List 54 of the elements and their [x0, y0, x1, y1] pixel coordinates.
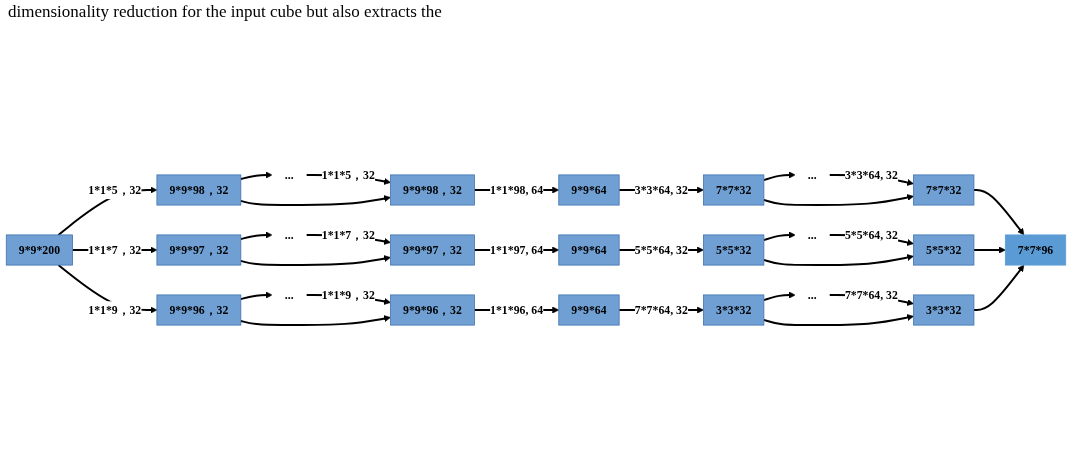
edge-label: 1*1*97, 64	[490, 243, 544, 257]
edge-label: 1*1*9，32	[321, 288, 375, 302]
arrow	[762, 291, 796, 302]
arrow	[972, 264, 1025, 311]
body-text: dimensionality reduction for the input cube but also extracts the	[8, 2, 442, 22]
node-box: 9*9*200	[5, 234, 73, 266]
node-text: ...	[284, 228, 294, 242]
arrow	[239, 291, 273, 301]
arrow	[762, 171, 796, 182]
arrow	[239, 255, 391, 266]
node-box: 7*7*32	[703, 174, 765, 206]
node-text: ...	[807, 228, 817, 242]
node-box: 5*5*32	[913, 234, 975, 266]
node-box: 9*9*98，32	[156, 174, 242, 206]
node-box: 9*9*64	[558, 294, 620, 326]
arrow	[762, 254, 914, 266]
node-box: 7*7*96	[1004, 234, 1067, 266]
node-box: 3*3*32	[703, 294, 765, 326]
node-box: 9*9*96，32	[156, 294, 242, 326]
node-box: 7*7*32	[913, 174, 975, 206]
node-box: 5*5*32	[703, 234, 765, 266]
node-box: 9*9*97，32	[390, 234, 475, 266]
arrow	[762, 314, 914, 326]
node-text: ...	[284, 168, 294, 182]
node-box: 9*9*64	[558, 234, 620, 266]
node-box: 3*3*32	[913, 294, 975, 326]
node-box: 9*9*96，32	[390, 294, 475, 326]
node-box: 9*9*97，32	[156, 234, 242, 266]
node-box: 9*9*98，32	[390, 174, 475, 206]
edge-label: 5*5*64, 32	[634, 243, 688, 257]
edge-label: 1*1*5，32	[88, 183, 142, 197]
edge-label: 1*1*7，32	[88, 243, 142, 257]
edge-label: 7*7*64, 32	[844, 288, 898, 302]
arrow	[239, 171, 273, 181]
node-text: ...	[807, 168, 817, 182]
node-box: 9*9*64	[558, 174, 620, 206]
edge-label: 1*1*7，32	[321, 228, 375, 242]
arrow	[239, 315, 391, 326]
node-text: ...	[284, 288, 294, 302]
arrow	[972, 189, 1025, 236]
edge-label: 3*3*64, 32	[844, 168, 898, 182]
arrow	[762, 194, 914, 206]
arrow	[972, 246, 1006, 254]
arrow	[239, 231, 273, 241]
edge-label: 7*7*64, 32	[634, 303, 688, 317]
node-text: ...	[807, 288, 817, 302]
edge-label: 1*1*5，32	[321, 168, 375, 182]
edge-label: 1*1*9，32	[88, 303, 142, 317]
arrow	[762, 231, 796, 242]
edge-label: 5*5*64, 32	[844, 228, 898, 242]
arrow	[239, 195, 391, 206]
edge-label: 1*1*96, 64	[490, 303, 544, 317]
edge-label: 1*1*98, 64	[490, 183, 544, 197]
edge-label: 3*3*64, 32	[634, 183, 688, 197]
